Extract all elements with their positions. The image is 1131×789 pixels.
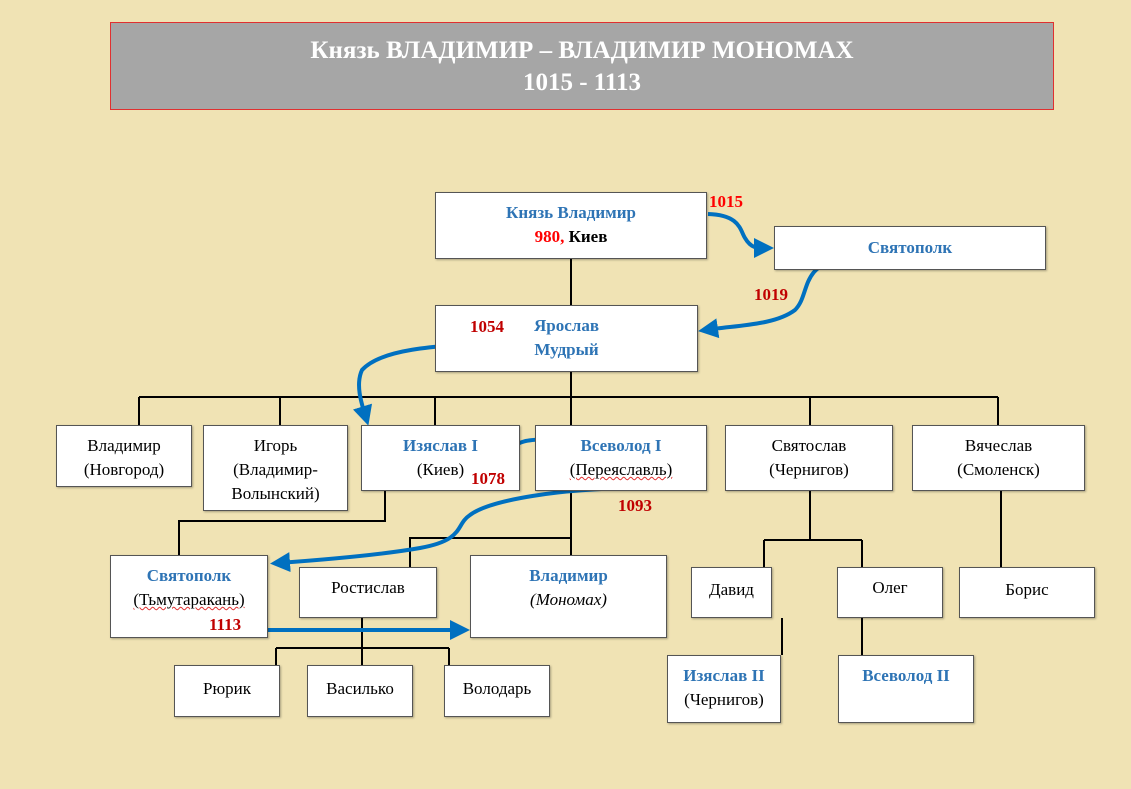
name: Борис [1005, 580, 1049, 599]
node-vladimir-monomakh: Владимир (Мономах) [470, 555, 667, 638]
name: Изяслав I [403, 436, 478, 455]
title-banner: Князь ВЛАДИМИР – ВЛАДИМИР МОНОМАХ 1015 -… [110, 22, 1054, 110]
name: Князь Владимир [506, 203, 636, 222]
name: Всеволод II [862, 666, 950, 685]
node-vladimir-novgorod: Владимир (Новгород) [56, 425, 192, 487]
name: Ростислав [331, 578, 405, 597]
name: Володарь [462, 679, 532, 698]
node-vasilko: Василько [307, 665, 413, 717]
name: Василько [326, 679, 394, 698]
year-1019: 1019 [754, 285, 788, 304]
name: Вячеслав [964, 436, 1033, 455]
city-cont: Волынский) [231, 484, 320, 503]
name: Игорь [253, 436, 298, 455]
name: Святополк [146, 566, 232, 585]
city: (Киев) [416, 460, 465, 479]
node-izyaslav-2: Изяслав II (Чернигов) [667, 655, 781, 723]
name: Святослав [771, 436, 847, 455]
name: Ярослав [534, 316, 599, 335]
city: (Новгород) [83, 460, 165, 479]
title: Князь ВЛАДИМИР – ВЛАДИМИР МОНОМАХ [310, 37, 854, 64]
node-boris: Борис [959, 567, 1095, 618]
node-svyatoslav: Святослав (Чернигов) [725, 425, 893, 491]
node-rostislav: Ростислав [299, 567, 437, 618]
name: Владимир [87, 436, 161, 455]
name: Давид [709, 580, 754, 599]
title-years: 1015 - 1113 [522, 69, 642, 96]
node-oleg: Олег [837, 567, 943, 618]
succession-arrows [258, 212, 839, 640]
arrow-1093 [270, 486, 646, 573]
node-david: Давид [691, 567, 772, 618]
nickname: (Мономах) [530, 590, 607, 609]
node-vladimir: Князь Владимир 980, Киев [435, 192, 707, 259]
node-svyatopolk-2: Святополк (Тьмутаракань) [110, 555, 268, 638]
name: Владимир [529, 566, 608, 585]
node-vsevolod-1: Всеволод I (Переяславль) [535, 425, 707, 491]
year-1093: 1093 [618, 496, 652, 515]
city: (Чернигов) [684, 690, 764, 709]
node-vsevolod-2: Всеволод II [838, 655, 974, 723]
node-vyacheslav: Вячеслав (Смоленск) [912, 425, 1085, 491]
city: (Переяславль) [569, 460, 673, 479]
year-1015: 1015 [709, 192, 743, 211]
node-svyatopolk-top: Святополк [774, 226, 1046, 270]
year-1078: 1078 [471, 469, 505, 488]
name: Всеволод I [580, 436, 662, 455]
node-igor: Игорь (Владимир- Волынский) [203, 425, 348, 511]
year: 980, [534, 227, 565, 246]
node-izyaslav-1: Изяслав I (Киев) [361, 425, 520, 491]
node-ryurik: Рюрик [174, 665, 280, 717]
node-yaroslav: Ярослав Мудрый [435, 305, 698, 372]
city: (Владимир- [233, 460, 318, 479]
arrow-1019 [698, 257, 839, 339]
tree-lines [138, 259, 1002, 665]
year-1054: 1054 [470, 317, 504, 336]
nickname: Мудрый [534, 340, 599, 359]
city: (Тьмутаракань) [133, 590, 245, 609]
city: (Смоленск) [957, 460, 1040, 479]
year-1113: 1113 [209, 615, 242, 634]
name: Изяслав II [683, 666, 765, 685]
name: Святополк [867, 238, 953, 257]
name: Рюрик [202, 679, 251, 698]
node-volodar: Володарь [444, 665, 550, 717]
arrow-1015 [707, 212, 774, 259]
city: (Чернигов) [769, 460, 849, 479]
city: Киев [568, 227, 608, 246]
name: Олег [872, 578, 908, 597]
